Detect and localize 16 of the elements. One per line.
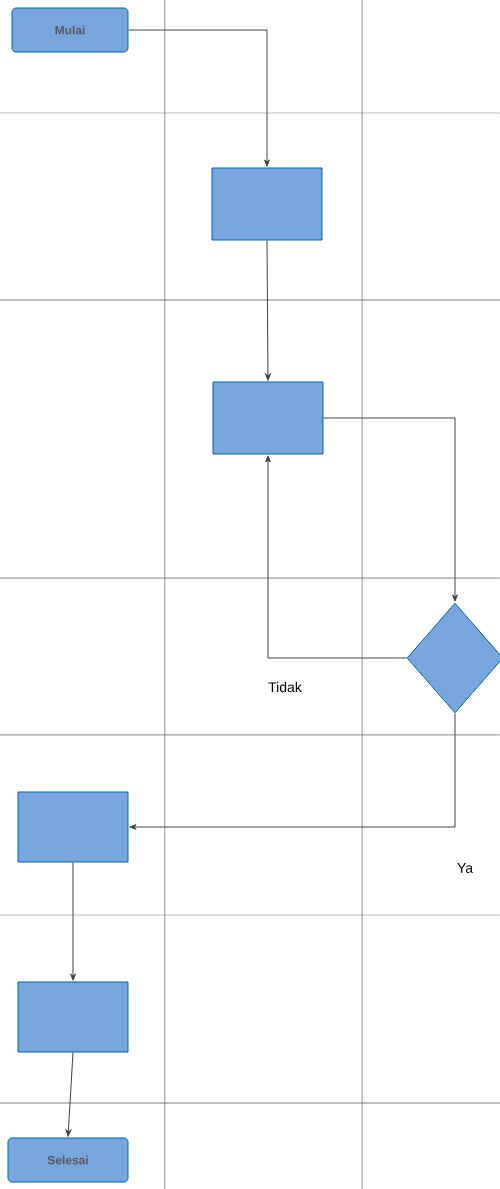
terminal-box: Selesai xyxy=(7,1137,129,1183)
box xyxy=(211,167,323,241)
arrow xyxy=(129,713,456,830)
terminal-box: Mulai xyxy=(11,7,129,53)
box xyxy=(17,981,129,1053)
arrow xyxy=(128,29,270,167)
box xyxy=(212,381,324,455)
edge-label: Ya xyxy=(457,863,474,873)
box xyxy=(17,791,129,863)
decision-diamond xyxy=(406,602,500,714)
arrow xyxy=(265,455,407,659)
arrow xyxy=(323,417,458,602)
arrow xyxy=(70,862,76,981)
arrow xyxy=(265,240,271,381)
arrow xyxy=(65,1052,74,1137)
edge-label: Tidak xyxy=(268,681,302,693)
